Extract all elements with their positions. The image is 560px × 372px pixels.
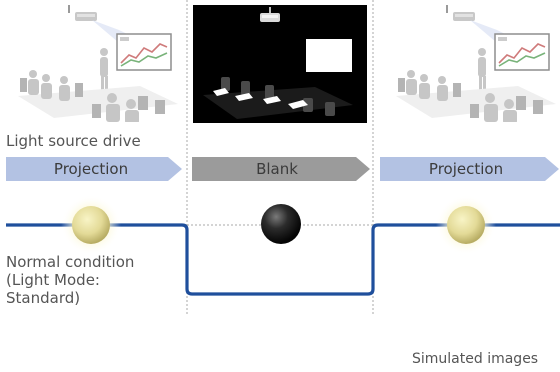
arrow-blank <box>192 157 370 181</box>
projection-scene-right <box>378 0 560 122</box>
light-source-drive-label: Light source drive <box>6 132 141 150</box>
screen-icon <box>306 39 352 72</box>
projector-icon <box>68 5 97 21</box>
presenter-icon <box>478 48 486 90</box>
lamp-on-icon <box>436 195 496 255</box>
audience-icon <box>221 77 335 116</box>
lamp-on-icon <box>61 195 121 255</box>
arrow-label-projection-left: Projection <box>53 160 129 178</box>
simulated-images-note: Simulated images <box>412 351 539 367</box>
presenter-icon <box>100 48 108 90</box>
screen-icon <box>494 33 550 71</box>
audience-icon <box>28 70 139 122</box>
arrow-projection-left <box>6 157 182 181</box>
arrow-label-blank: Blank <box>256 160 298 178</box>
arrow-label-projection-right: Projection <box>428 160 504 178</box>
lamp-off-icon <box>261 204 301 244</box>
blank-scene <box>193 5 367 123</box>
projection-scene-left <box>0 0 182 122</box>
light-source-signal <box>6 223 560 296</box>
audience-icon <box>406 70 517 122</box>
projector-icon <box>446 5 475 21</box>
screen-icon <box>116 33 172 71</box>
projector-icon <box>260 7 280 22</box>
arrow-projection-right <box>380 157 559 181</box>
normal-condition-label: Normal condition (Light Mode: Standard) <box>6 253 135 307</box>
